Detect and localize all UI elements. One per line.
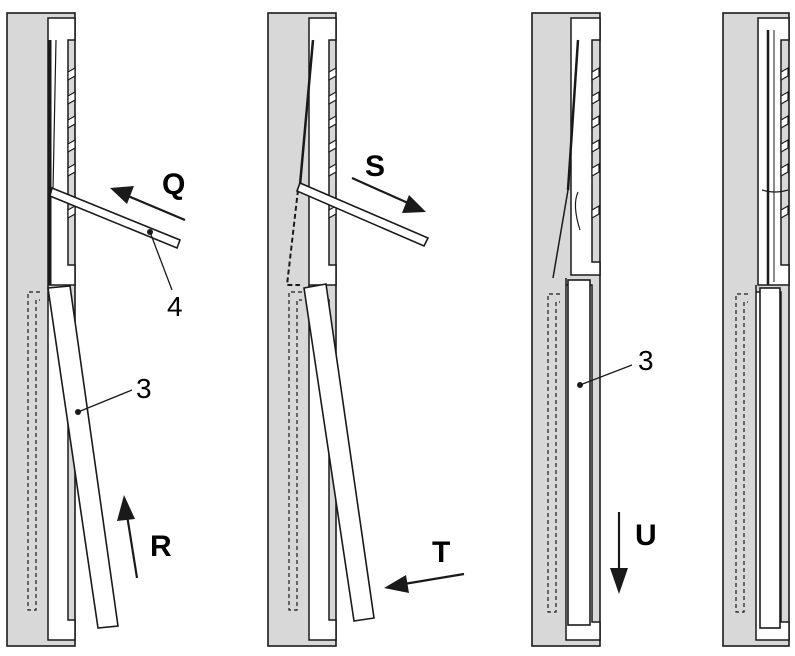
panel-1-arrow-r <box>117 495 139 579</box>
panel-3-glass-edge <box>566 39 580 191</box>
panel-1-dashed-guide <box>27 291 40 611</box>
panel-1-strip-3 <box>47 285 119 629</box>
label-part-3-panel-1: 3 <box>136 373 152 404</box>
panel-4 <box>722 12 790 647</box>
panel-2-glass-edge-dashed <box>285 189 300 286</box>
panel-4-strip-3 <box>759 287 781 629</box>
panel-3: U 3 <box>531 12 657 647</box>
panel-3-hook-row <box>591 66 600 220</box>
panel-1-hook-row <box>67 66 76 220</box>
label-part-3-panel-3: 3 <box>638 345 654 376</box>
label-u: U <box>635 519 657 552</box>
panel-3-strip-3 <box>567 279 591 626</box>
panel-2-tool-4 <box>295 181 430 248</box>
label-q: Q <box>162 168 185 201</box>
panel-2-glass-edge-solid <box>298 39 315 186</box>
panel-2-strip-3 <box>303 283 375 622</box>
panel-1-arrow-q <box>110 186 186 222</box>
panel-2-hook-row <box>328 66 337 220</box>
label-t: T <box>432 536 450 569</box>
panel-2-arrow-t <box>384 572 465 593</box>
panel-3-dashed-guide <box>547 293 560 613</box>
panel-3-arrow-u <box>610 512 628 594</box>
panel-2-arrow-s <box>351 176 426 213</box>
label-s: S <box>365 150 385 183</box>
panel-2: S T <box>267 12 465 647</box>
label-part-4-panel-1: 4 <box>167 291 183 322</box>
label-r: R <box>150 530 172 563</box>
panel-4-dashed-guide <box>735 293 748 613</box>
panel-3-upper-channel <box>570 17 601 276</box>
panel-1: Q R 4 3 <box>6 12 186 647</box>
panel-4-hook-row <box>780 66 789 220</box>
panel-2-dashed-guide <box>288 291 302 611</box>
